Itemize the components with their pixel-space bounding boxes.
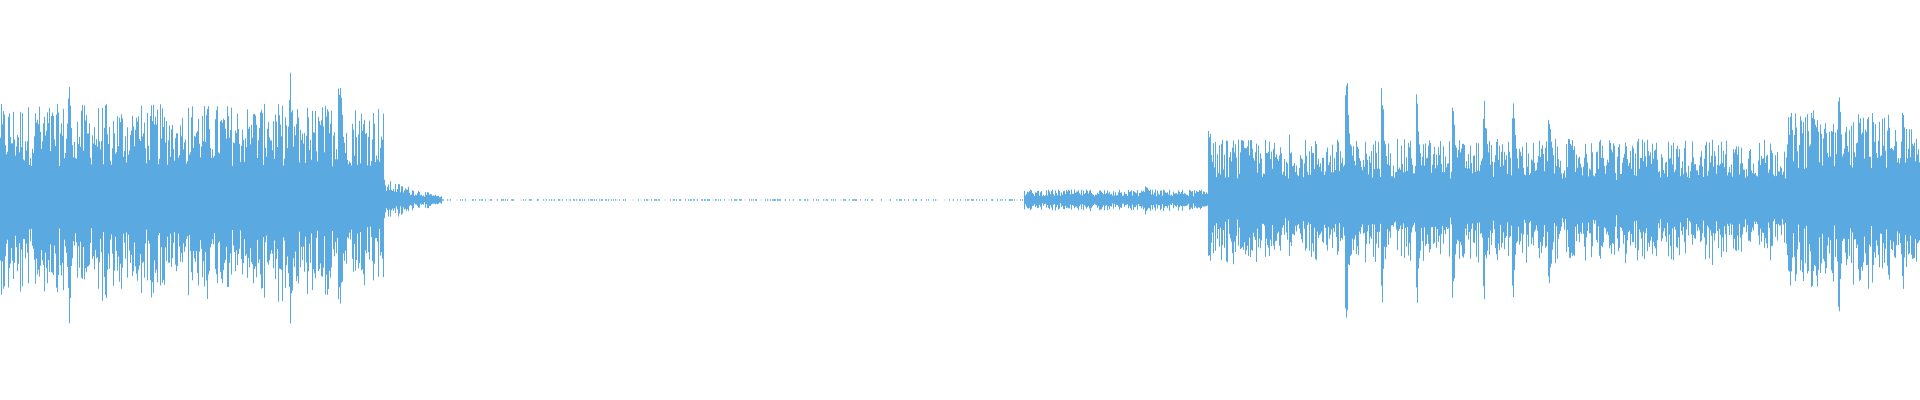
waveform-trace	[0, 72, 1920, 324]
waveform-bars	[0, 72, 1920, 324]
